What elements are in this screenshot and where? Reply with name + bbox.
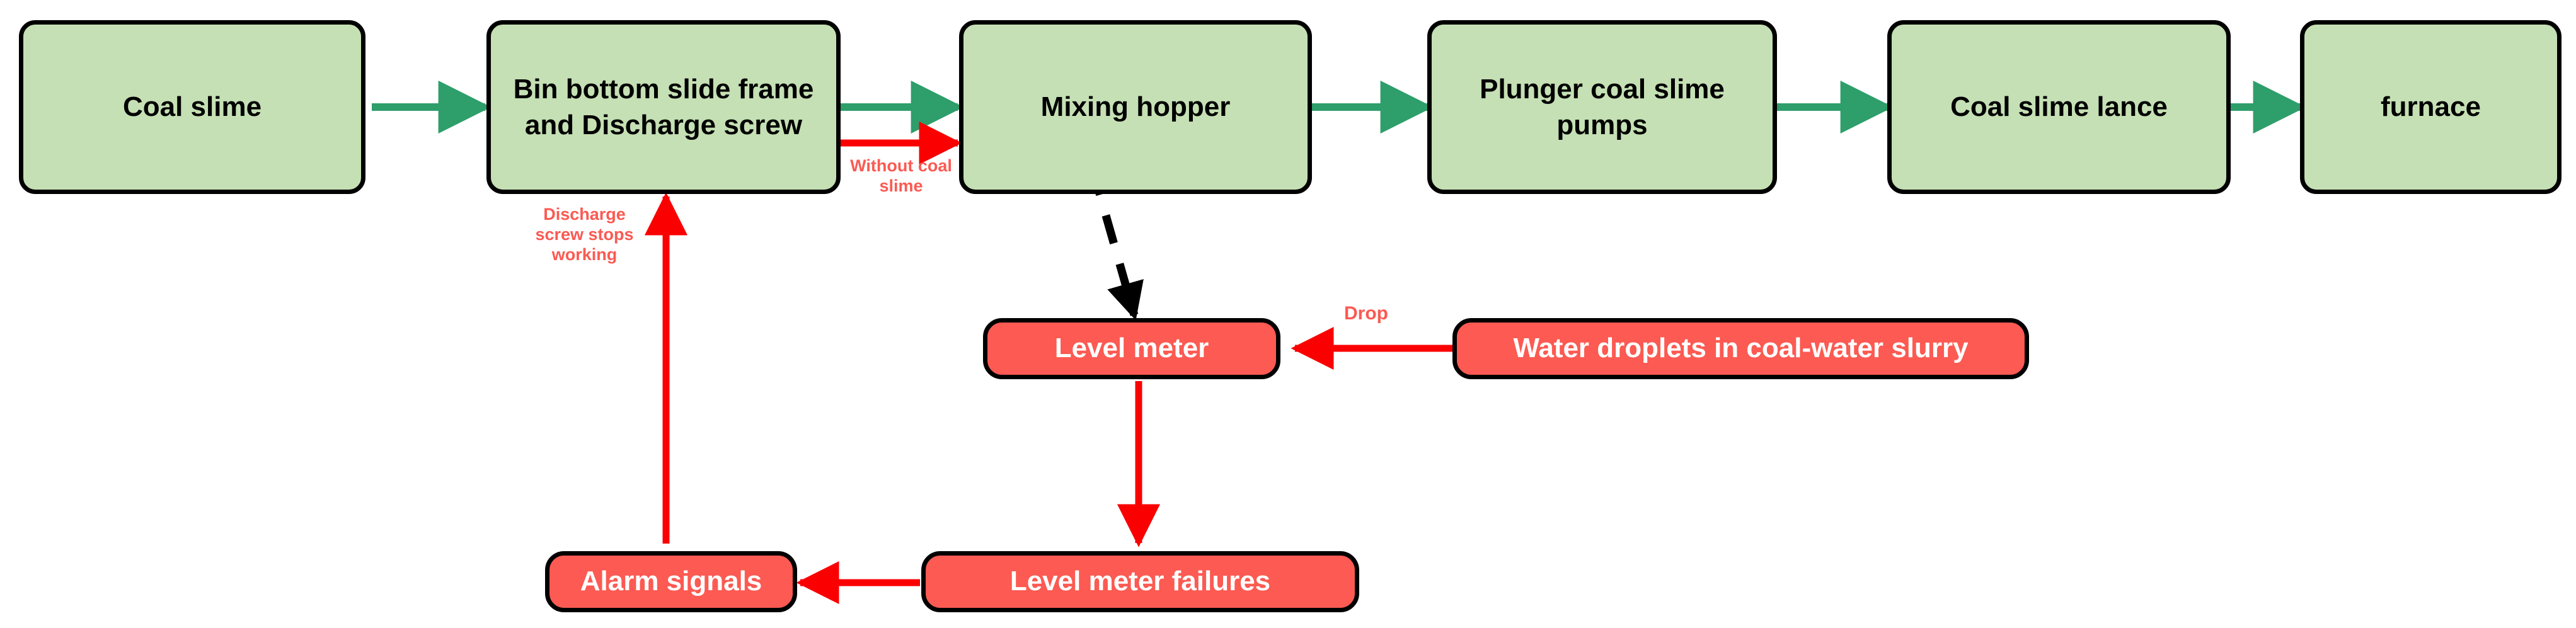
node-alarm-signals[interactable]: Alarm signals [545,551,797,612]
edge-label-without-coal-slime: Without coal slime [850,156,952,195]
node-label: Mixing hopper [1040,91,1231,123]
node-label: furnace [2381,91,2481,123]
node-mixing-hopper[interactable]: Mixing hopper [959,20,1312,194]
node-label: Coal slime [122,91,262,123]
node-water-droplets-in-coal-water-slurry[interactable]: Water droplets in coal-water slurry [1452,318,2029,379]
node-level-meter-failures[interactable]: Level meter failures [921,551,1359,612]
node-label: Water droplets in coal-water slurry [1513,333,1969,364]
node-label: Level meter [1054,333,1209,364]
node-bin-bottom-slide-frame-and-discharge-screw[interactable]: Bin bottom slide frame and Discharge scr… [486,20,841,194]
edge-label-discharge-screw-stops-working: Discharge screw stops working [535,205,634,264]
node-coal-slime-lance[interactable]: Coal slime lance [1887,20,2231,194]
node-label: Alarm signals [580,566,762,597]
node-label: Plunger coal slime pumps [1480,73,1725,140]
edge-label-drop: Drop [1344,303,1388,324]
node-label: Coal slime lance [1950,91,2168,123]
node-label: Level meter failures [1009,566,1271,597]
node-plunger-coal-slime-pumps[interactable]: Plunger coal slime pumps [1427,20,1777,194]
node-level-meter[interactable]: Level meter [983,318,1280,379]
node-coal-slime[interactable]: Coal slime [19,20,365,194]
node-label: Bin bottom slide frame and Discharge scr… [513,73,814,140]
node-furnace[interactable]: furnace [2300,20,2562,194]
